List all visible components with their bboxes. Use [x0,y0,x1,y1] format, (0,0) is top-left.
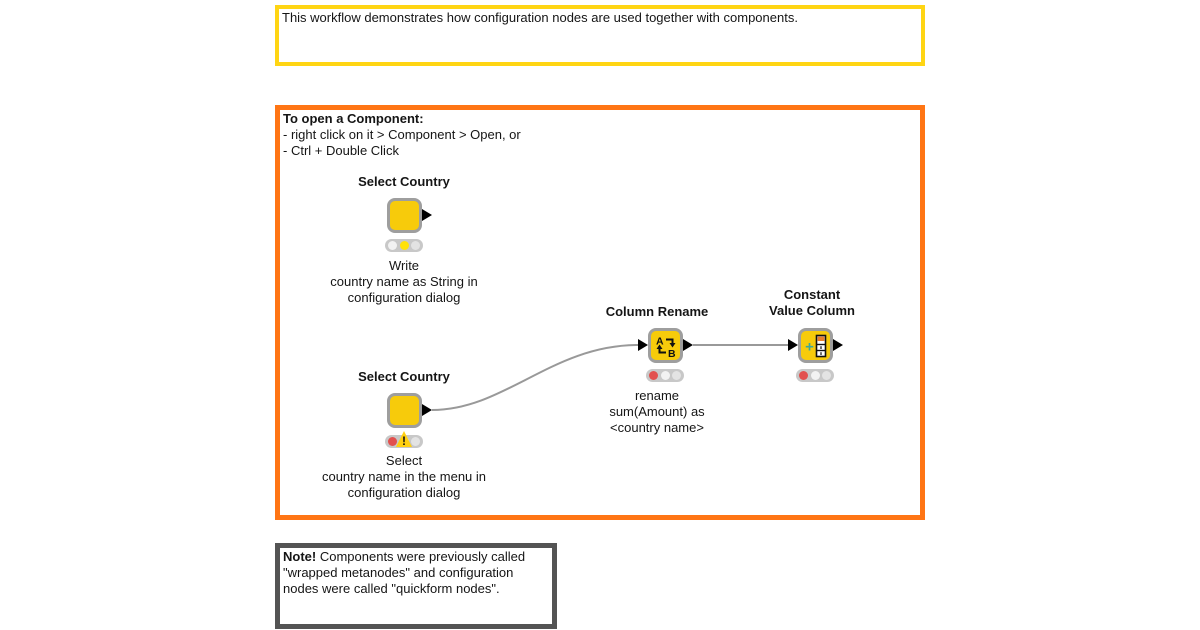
node-title-column-rename: Column Rename [605,304,709,319]
annotation-intro[interactable]: This workflow demonstrates how configura… [275,5,925,66]
warning-icon: ! [396,431,412,448]
caption-line: sum(Amount) as [609,404,705,419]
status-dot-configured [810,371,820,380]
output-port-column-rename[interactable] [683,339,693,351]
annotation-open-component[interactable]: To open a Component: - right click on it… [275,105,925,520]
status-dot-configured [660,371,670,380]
output-port-select-country-top[interactable] [422,209,432,221]
status-dot-idle [387,241,397,250]
node-title-constant-value-column: Constant Value Column [712,287,912,319]
node-caption-select-country-top: Write country name as String in configur… [294,258,514,306]
annotation-note-label: Note! [283,549,317,564]
annotation-open-component-line1: - right click on it > Component > Open, … [283,127,521,142]
column-rename-ab-icon: A B [656,335,676,359]
status-dot-configured [399,241,409,250]
title-line: Constant [783,287,841,302]
node-caption-column-rename: rename sum(Amount) as <country name> [547,388,767,436]
caption-line: Write [388,258,420,273]
output-port-select-country-bottom[interactable] [422,404,432,416]
caption-line: configuration dialog [347,290,461,305]
caption-line: Select [385,453,423,468]
caption-line: <country name> [610,420,704,435]
traffic-light-column-rename [646,369,684,382]
plus-icon: + [805,338,814,355]
rename-icon-letter-a: A [656,335,664,347]
rename-icon-letter-b: B [668,348,676,359]
caption-line: configuration dialog [347,485,461,500]
status-dot-idle [798,371,808,380]
warning-exclamation: ! [402,434,406,448]
input-port-column-rename[interactable] [638,339,648,351]
status-dot-executed [672,371,682,380]
node-caption-select-country-bottom: Select country name in the menu in confi… [294,453,514,501]
annotation-intro-text: This workflow demonstrates how configura… [282,10,798,25]
traffic-light-select-country-top [385,239,423,252]
status-dot-idle [387,437,397,446]
annotation-note[interactable]: Note! Components were previously called … [275,543,557,629]
input-port-constant-value-column[interactable] [788,339,798,351]
caption-line: country name as String in [330,274,478,289]
node-column-rename[interactable]: A B [648,328,683,363]
node-title-select-country-bottom: Select Country [358,369,450,384]
status-dot-executed [822,371,832,380]
title-line: Value Column [769,303,855,318]
annotation-open-component-line2: - Ctrl + Double Click [283,143,399,158]
caption-line: country name in the menu in [321,469,487,484]
node-title-select-country-top: Select Country [358,174,450,189]
connection-select-country-to-column-rename[interactable] [431,344,639,411]
annotation-note-text: Components were previously called "wrapp… [283,549,526,596]
add-constant-column-icon: + [805,334,826,357]
node-select-country-top[interactable] [387,198,422,233]
status-dot-executed [411,241,421,250]
status-dot-idle [648,371,658,380]
node-constant-value-column[interactable]: + [798,328,833,363]
traffic-light-constant-value-column [796,369,834,382]
annotation-open-component-title: To open a Component: [283,111,424,126]
caption-line: rename [634,388,680,403]
status-dot-executed [411,437,421,446]
output-port-constant-value-column[interactable] [833,339,843,351]
node-select-country-bottom[interactable] [387,393,422,428]
